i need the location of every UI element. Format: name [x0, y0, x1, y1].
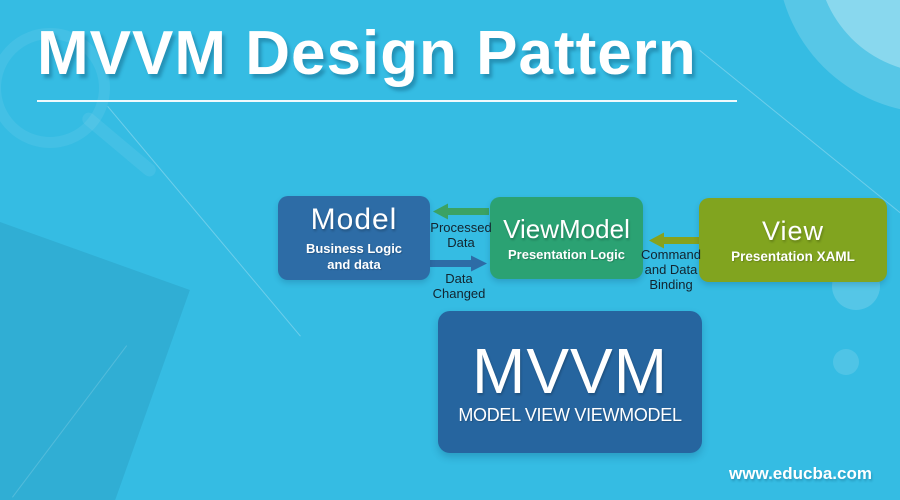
viewmodel-box-title: ViewModel — [503, 214, 630, 244]
diagonal-line-bottom — [12, 345, 128, 498]
corner-circle-outer — [777, 0, 900, 113]
arrow-label-data-changed: Data Changed — [432, 271, 486, 301]
corner-circle-inner — [817, 0, 900, 73]
title-underline — [37, 100, 737, 102]
diagonal-line-left — [107, 106, 301, 337]
mvvm-summary-subtitle: MODEL VIEW VIEWMODEL — [458, 404, 682, 425]
arrow-data-changed-icon — [429, 255, 487, 272]
view-box-subtitle: Presentation XAML — [731, 248, 855, 264]
model-box-subtitle: Business Logic and data — [305, 241, 403, 272]
mvvm-summary-title: MVVM — [472, 334, 668, 407]
view-box-title: View — [761, 215, 825, 246]
model-box-title: Model — [310, 203, 398, 236]
arrow-label-command-binding: Command and Data Binding — [641, 247, 701, 292]
page-title: MVVM Design Pattern — [37, 19, 697, 88]
arrow-processed-data-icon — [433, 203, 489, 220]
viewmodel-box-subtitle: Presentation Logic — [507, 247, 626, 262]
mvvm-summary-box: MVVM MODEL VIEW VIEWMODEL — [438, 311, 702, 453]
arrow-label-processed-data: Processed Data — [430, 220, 492, 250]
viewmodel-box: ViewModel Presentation Logic — [490, 197, 643, 279]
background-dot-small — [833, 349, 859, 375]
view-box: View Presentation XAML — [699, 198, 887, 282]
website-watermark: www.educba.com — [729, 464, 872, 483]
magnifier-handle — [79, 110, 159, 180]
model-box: Model Business Logic and data — [278, 196, 430, 280]
